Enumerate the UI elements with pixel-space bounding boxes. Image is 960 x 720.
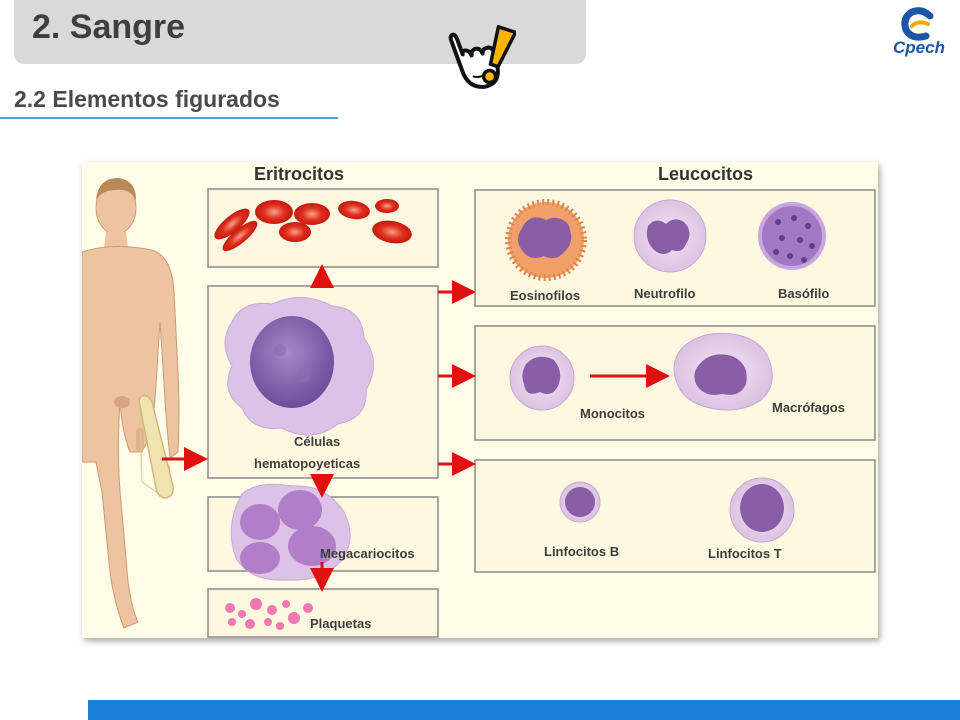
- header-leucocitos: Leucocitos: [658, 164, 754, 184]
- cpech-logo: Cpech: [888, 6, 950, 66]
- erythrocytes-illustration: [214, 199, 412, 252]
- label-monocitos: Monocitos: [580, 406, 645, 421]
- neutrophil-illustration: [633, 199, 707, 273]
- platelets-illustration: [225, 598, 313, 630]
- label-hematopoyeticas: hematopoyeticas: [254, 456, 361, 471]
- bottom-accent-bar: [88, 700, 960, 720]
- megakaryocyte-illustration: [230, 483, 351, 581]
- blood-cells-diagram: Eritrocitos Leucocitos Células hematopoy…: [82, 162, 878, 638]
- section-subtitle: 2.2 Elementos figurados: [14, 86, 280, 112]
- diagram-illustration: [82, 178, 876, 638]
- human-body-figure: [82, 178, 180, 629]
- subtitle-underline: [0, 117, 338, 119]
- lymphocyte-b-illustration: [559, 481, 601, 523]
- hand-pointer-warning-icon: [448, 25, 516, 89]
- label-linfocitos-b: Linfocitos B: [544, 544, 620, 559]
- monocyte-illustration: [509, 345, 575, 411]
- eosinophil-illustration: [505, 199, 587, 281]
- label-plaquetas: Plaquetas: [310, 616, 372, 631]
- label-eosinofilos: Eosinofilos: [510, 288, 581, 303]
- label-neutrofilo: Neutrofilo: [634, 286, 696, 301]
- label-linfocitos-t: Linfocitos T: [708, 546, 782, 561]
- cpech-logo-mark-icon: [901, 7, 934, 41]
- diagram-arrows: [162, 264, 670, 592]
- lymphocyte-t-illustration: [729, 477, 795, 543]
- label-megacariocitos: Megacariocitos: [320, 546, 415, 561]
- header-eritrocitos: Eritrocitos: [254, 164, 345, 184]
- label-macrofagos: Macrófagos: [772, 400, 845, 415]
- macrophage-illustration: [673, 332, 773, 411]
- label-basofilo: Basófilo: [778, 286, 830, 301]
- page-title: 2. Sangre: [32, 8, 186, 46]
- hematopoietic-cell-illustration: [224, 296, 374, 436]
- label-celulas: Células: [294, 434, 341, 449]
- basophil-illustration: [758, 202, 826, 270]
- logo-text: Cpech: [893, 38, 945, 57]
